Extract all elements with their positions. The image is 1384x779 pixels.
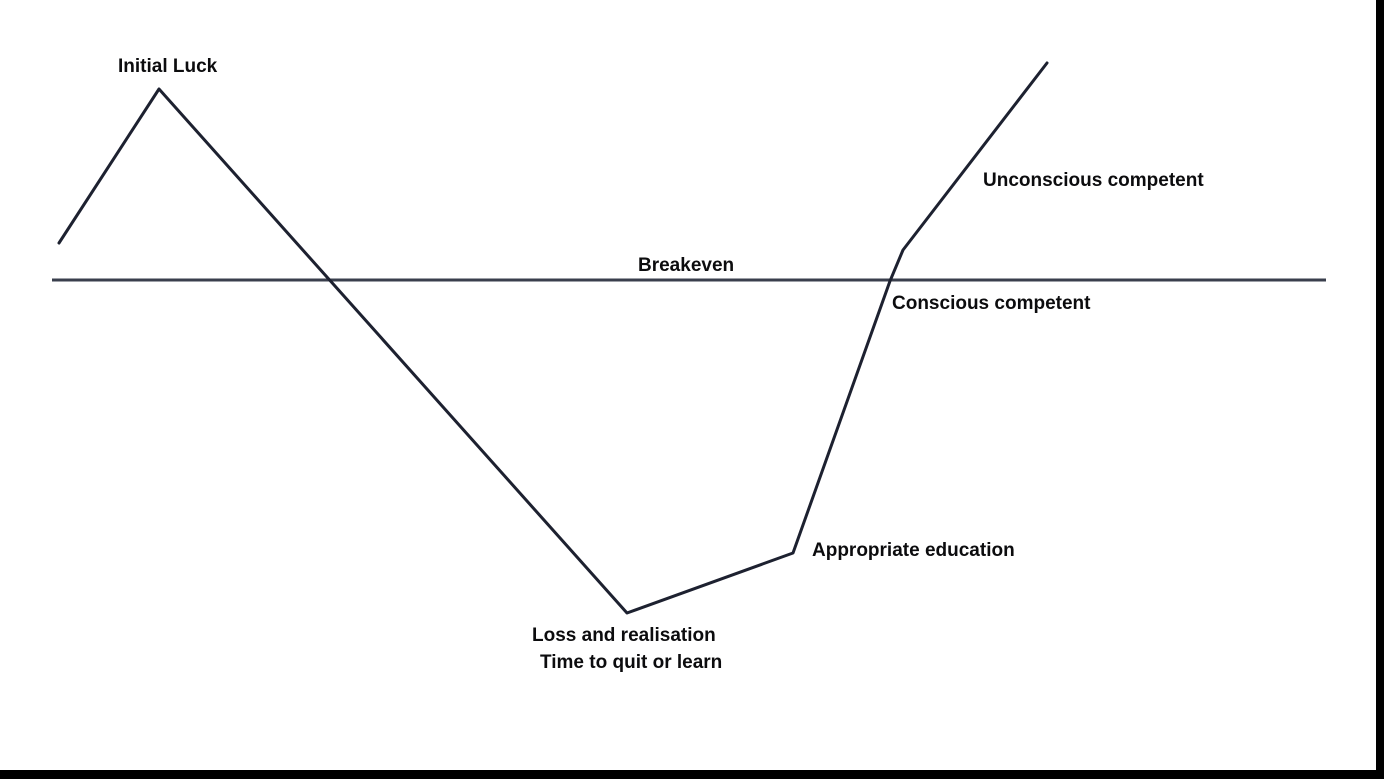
label-loss-and-realisation: Loss and realisation <box>532 625 716 646</box>
frame-border-bottom <box>0 770 1384 779</box>
label-appropriate-education: Appropriate education <box>812 540 1015 561</box>
label-initial-luck: Initial Luck <box>118 56 218 77</box>
label-unconscious-competent: Unconscious competent <box>983 170 1204 191</box>
label-breakeven: Breakeven <box>638 255 735 276</box>
frame-border-right <box>1376 0 1384 779</box>
label-conscious-competent: Conscious competent <box>892 293 1091 314</box>
equity-curve-line <box>57 61 1049 615</box>
label-time-to-quit-or-learn: Time to quit or learn <box>540 652 723 673</box>
